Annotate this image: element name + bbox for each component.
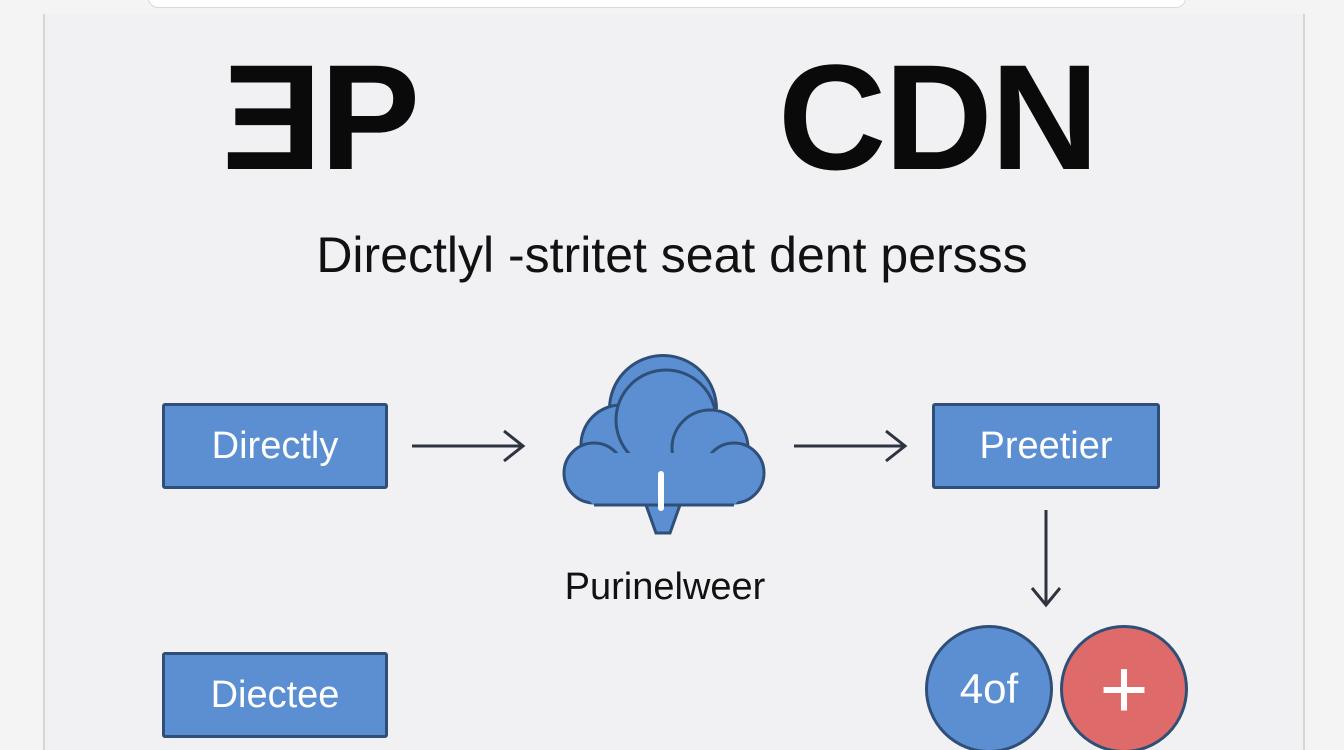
- bottom-left-node: Diectee: [162, 652, 388, 738]
- bottom-left-node-label: Diectee: [210, 673, 340, 716]
- cloud-lock-icon: [562, 354, 766, 535]
- target-node-label: Preetier: [979, 424, 1113, 467]
- title-right: CDN: [778, 33, 1099, 201]
- cloud-node-label: Purinelweer: [564, 566, 766, 608]
- count-circle-label: 4of: [959, 665, 1019, 712]
- plus-icon: +: [1099, 642, 1149, 736]
- source-node-label: Directly: [211, 424, 339, 467]
- top-bar: [148, 0, 1186, 8]
- subtitle: Directlyl -stritet seat dent persss: [316, 227, 1028, 283]
- arrow-down-icon: [1030, 510, 1062, 608]
- arrow-right-icon: [794, 429, 908, 463]
- count-circle: 4of: [925, 625, 1053, 750]
- plus-circle: +: [1060, 625, 1188, 750]
- target-node: Preetier: [932, 403, 1160, 489]
- arrow-right-icon: [412, 429, 526, 463]
- source-node: Directly: [162, 403, 388, 489]
- title-left: ƎP: [222, 33, 420, 201]
